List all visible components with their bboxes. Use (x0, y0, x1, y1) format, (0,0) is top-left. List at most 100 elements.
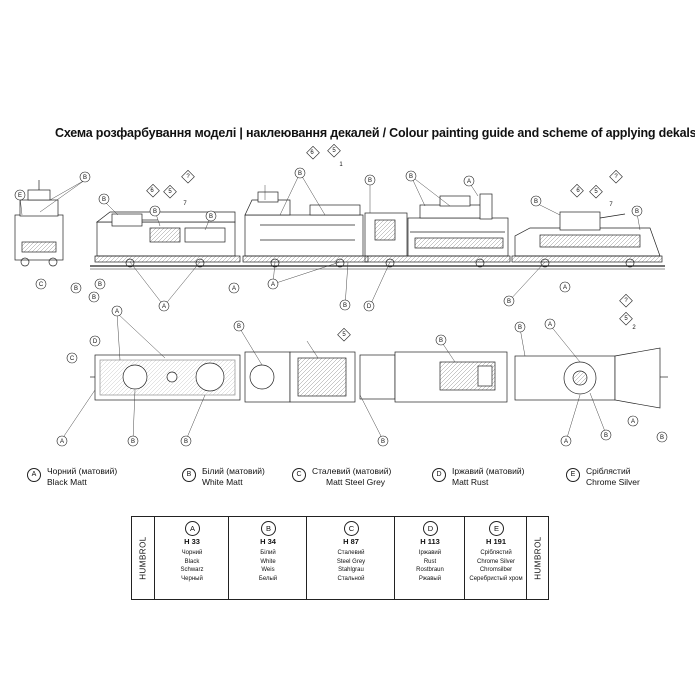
callout-letter: B (534, 199, 538, 205)
callout-letter: A (548, 322, 552, 328)
callout-letter: A (271, 282, 275, 288)
paint-name: Черный (181, 575, 203, 582)
side-view (14, 180, 665, 270)
paint-table: HUMBROL A H 33 Чорний Black Schwarz Черн… (131, 516, 549, 600)
legend-name-en: Chrome Silver (586, 477, 640, 487)
legend-letter: A (27, 468, 41, 482)
paint-name: Black (184, 558, 200, 565)
legend-name-en: White Matt (202, 477, 243, 487)
callout-a (158, 300, 170, 312)
top-view (90, 347, 668, 409)
callout-b (180, 435, 192, 447)
callout-letter: A (162, 304, 166, 310)
decal-number: 5 (624, 316, 628, 322)
callout-a (560, 435, 572, 447)
paint-name: Чорний (181, 550, 203, 556)
paint-code: H 191 (485, 537, 506, 546)
legend-letter: C (292, 468, 306, 482)
callout-letter: B (439, 338, 443, 344)
callout-a (559, 281, 571, 293)
callout-letter: B (153, 209, 157, 215)
paint-code: H 34 (260, 537, 276, 546)
decal-number: 5 (342, 332, 346, 338)
callout-letter: A (563, 285, 567, 291)
callout-b (656, 431, 668, 443)
callout-letter: C (39, 282, 44, 288)
callout-e (14, 189, 26, 201)
callout-b (88, 291, 100, 303)
legend-letter: B (182, 468, 196, 482)
callout-letter: B (83, 175, 87, 181)
decal-number: 7 (183, 201, 187, 207)
callout-letter: A (232, 286, 236, 292)
callout-a (111, 305, 123, 317)
decal-marker (589, 184, 603, 199)
paint-name: White (260, 558, 276, 565)
paint-column-b: B H 34 Білий White Weis Белый (228, 517, 307, 599)
callout-letter: B (131, 439, 135, 445)
paint-code: H 33 (184, 537, 200, 546)
callout-b (514, 321, 526, 333)
decal-marker (619, 311, 633, 326)
callout-letter: B (368, 178, 372, 184)
callout-letter: B (518, 325, 522, 331)
legend-letter: D (432, 468, 446, 482)
callout-b (149, 205, 161, 217)
callout-letter: B (298, 171, 302, 177)
paint-name: Stahlgrau (338, 567, 364, 574)
legend-name-en: Matt Steel Grey (326, 477, 386, 487)
decal-number: 6 (576, 188, 580, 194)
callout-letter: B (98, 282, 102, 288)
legend-name-uk: Іржавий (матовий) (452, 466, 525, 476)
decal-marker (337, 327, 351, 342)
callout-a (544, 318, 556, 330)
decal-marker (327, 143, 341, 158)
decal-marker (609, 169, 623, 184)
callout-a (228, 282, 240, 294)
callout-b (79, 171, 91, 183)
paint-name: Серебристый хром (469, 575, 523, 582)
legend-name-en: Matt Rust (452, 477, 489, 487)
paint-name: Rostbraun (416, 567, 444, 574)
callout-letter: B (635, 209, 639, 215)
paint-name: Rust (423, 558, 437, 565)
paint-name: Білий (260, 550, 276, 556)
callout-letter: D (367, 304, 372, 310)
callout-b (233, 320, 245, 332)
paint-letter: E (489, 521, 504, 536)
callout-letter: C (70, 356, 75, 362)
callout-letter: B (92, 295, 96, 301)
callout-letter: B (381, 439, 385, 445)
callout-b (600, 429, 612, 441)
callout-letter: A (115, 309, 119, 315)
brand-label: HUMBROL (533, 536, 543, 580)
paint-name: Ржавый (418, 575, 442, 582)
decal-number: 7 (609, 202, 613, 208)
callout-b (94, 278, 106, 290)
paint-name: Schwarz (180, 567, 204, 574)
brand-cell-right: HUMBROL (526, 517, 549, 599)
callout-b (70, 282, 82, 294)
legend-letter: E (566, 468, 580, 482)
decal-number: 6 (310, 150, 314, 156)
paint-letter: B (261, 521, 276, 536)
callout-c (66, 352, 78, 364)
legend-name-en: Black Matt (47, 477, 87, 487)
decal-markers (146, 143, 633, 342)
callout-letter: E (18, 193, 22, 199)
brand-label: HUMBROL (138, 536, 148, 580)
callout-a (56, 435, 68, 447)
paint-name: Steel Grey (336, 558, 366, 565)
paint-letter: C (344, 521, 359, 536)
callout-letter: B (660, 435, 664, 441)
decal-marker (570, 183, 584, 198)
callout-a (267, 278, 279, 290)
paint-name: Chromsilber (479, 567, 513, 574)
decal-number: 5 (332, 148, 336, 154)
callout-b (435, 334, 447, 346)
callout-b (377, 435, 389, 447)
decal-number: 6 (150, 188, 154, 194)
decal-marker (163, 184, 177, 199)
